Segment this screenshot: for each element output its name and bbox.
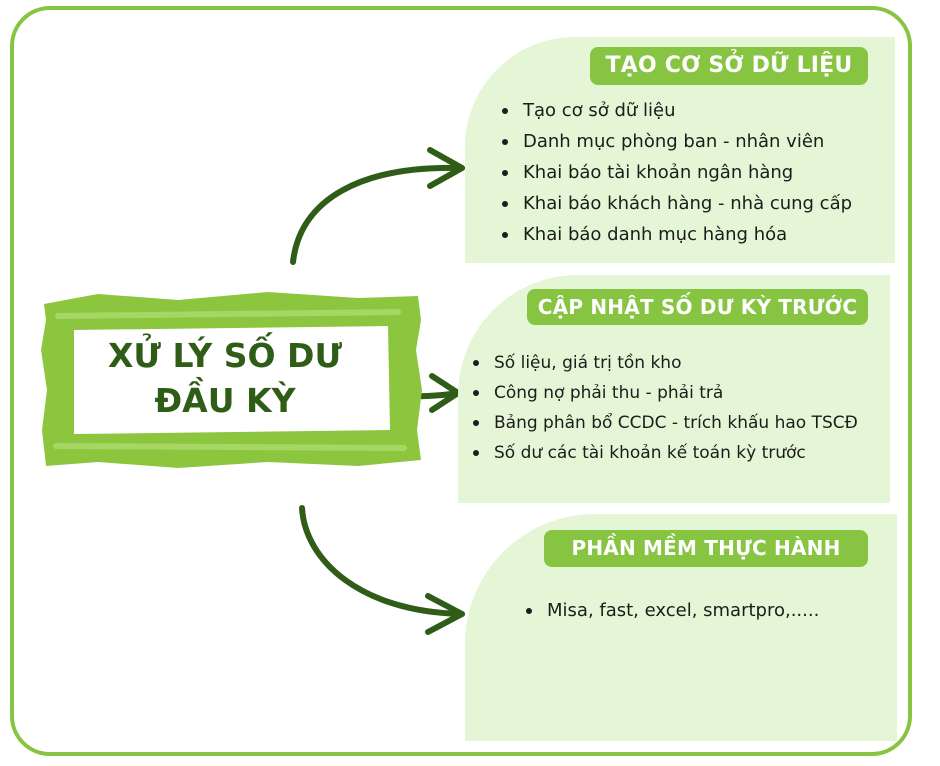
list-item: Công nợ phải thu - phải trả — [468, 378, 858, 408]
section-list-2: Số liệu, giá trị tồn kho Công nợ phải th… — [468, 348, 858, 468]
arrowhead-section-3 — [425, 593, 465, 635]
list-item: Khai báo tài khoản ngân hàng — [497, 157, 852, 188]
section-title-2: CẬP NHẬT SỐ DƯ KỲ TRƯỚC — [527, 289, 868, 325]
section-title-3: PHẦN MỀM THỰC HÀNH — [544, 530, 868, 567]
section-title-1: TẠO CƠ SỞ DỮ LIỆU — [590, 47, 868, 85]
list-item: Số liệu, giá trị tồn kho — [468, 348, 858, 378]
arrow-to-section-3 — [299, 505, 465, 617]
list-item: Misa, fast, excel, smartpro,..... — [521, 596, 819, 626]
list-item: Khai báo danh mục hàng hóa — [497, 219, 852, 250]
central-topic-line-2: ĐẦU KỲ — [154, 381, 296, 420]
arrowhead-section-1 — [427, 147, 465, 189]
central-topic-line-1: XỬ LÝ SỐ DƯ — [107, 336, 343, 375]
list-item: Số dư các tài khoản kế toán kỳ trước — [468, 438, 858, 468]
list-item: Khai báo khách hàng - nhà cung cấp — [497, 188, 852, 219]
arrow-to-section-1 — [290, 164, 465, 265]
section-list-1: Tạo cơ sở dữ liệu Danh mục phòng ban - n… — [497, 95, 852, 250]
list-item: Danh mục phòng ban - nhân viên — [497, 126, 852, 157]
brush-frame — [41, 292, 422, 468]
section-list-3: Misa, fast, excel, smartpro,..... — [521, 596, 819, 626]
list-item: Bảng phân bổ CCDC - trích khấu hao TSCĐ — [468, 408, 858, 438]
list-item: Tạo cơ sở dữ liệu — [497, 95, 852, 126]
central-topic: XỬ LÝ SỐ DƯ ĐẦU KỲ — [60, 333, 390, 423]
